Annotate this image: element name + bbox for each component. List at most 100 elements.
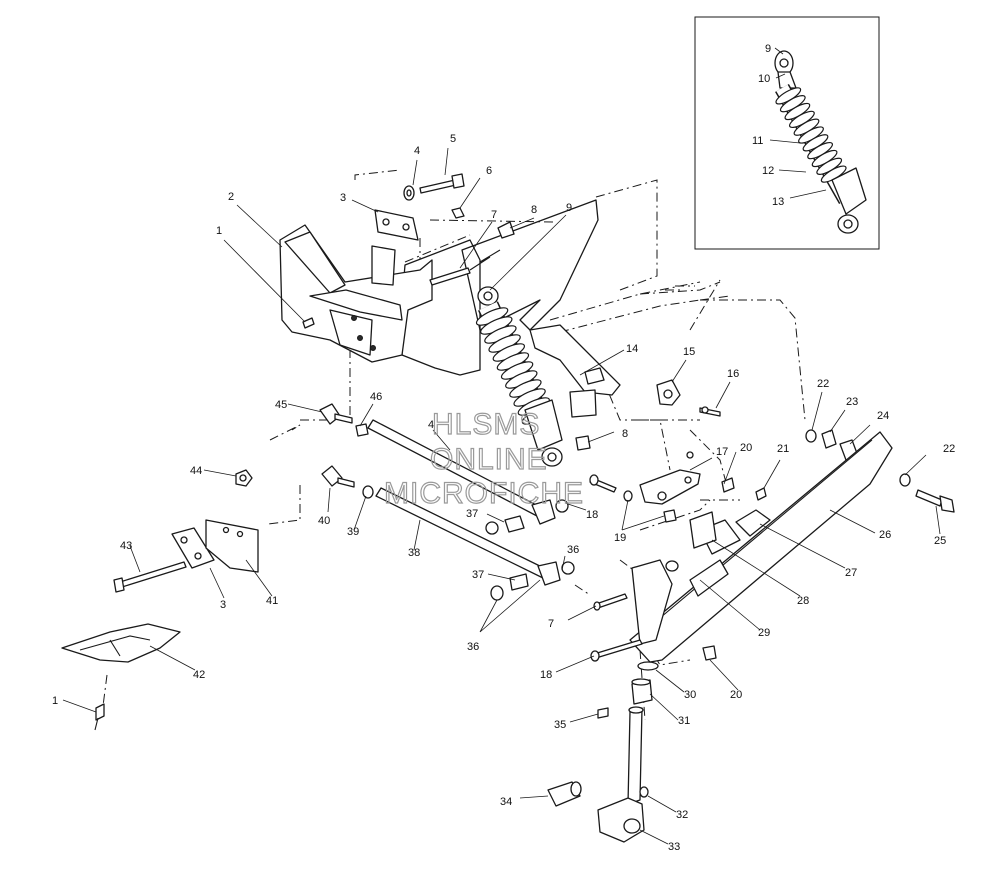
callout-9: 9: [566, 202, 572, 214]
callout-45: 45: [275, 399, 287, 411]
callout-4: 4: [414, 145, 420, 157]
bracket-41: [205, 519, 259, 573]
callout-25: 25: [934, 535, 946, 547]
callout-35: 35: [554, 719, 566, 731]
pin-16: [699, 406, 721, 417]
nut-44: [235, 469, 253, 487]
callout-17: 17: [716, 446, 728, 458]
callout-23: 23: [846, 396, 858, 408]
spindle-33: [597, 706, 645, 843]
callout-31: 31: [678, 715, 690, 727]
callout-8: 8: [531, 204, 537, 216]
callout-20: 20: [730, 689, 742, 701]
callout-3: 3: [220, 599, 226, 611]
bolt-25: [915, 489, 955, 513]
washer-4-upper: [403, 185, 415, 201]
bolt-7-upper: [429, 267, 471, 286]
plate-28: [689, 511, 717, 549]
callout-13: 13: [772, 196, 784, 208]
watermark-line-2: ONLINE: [430, 443, 548, 476]
callout-7: 7: [548, 618, 554, 630]
leader-lines: [62, 47, 941, 845]
callout-32: 32: [676, 809, 688, 821]
spindle-housing-29: [631, 559, 679, 645]
callout-44: 44: [190, 465, 202, 477]
spacer-23: [821, 429, 837, 449]
callout-27: 27: [845, 567, 857, 579]
callout-22: 22: [943, 443, 955, 455]
callout-10: 10: [758, 73, 770, 85]
callout-39: 39: [347, 526, 359, 538]
washer-22b: [899, 473, 911, 487]
callout-1: 1: [52, 695, 58, 707]
bolt-1-lower: [94, 703, 105, 731]
callout-18: 18: [586, 509, 598, 521]
bolt-32: [639, 786, 649, 798]
callout-41: 41: [266, 595, 278, 607]
nut-20-lower: [702, 645, 717, 661]
callout-4: 4: [428, 419, 434, 431]
callout-46: 46: [370, 391, 382, 403]
watermark-line-3: MICROFICHE: [384, 477, 584, 510]
nut-6: [451, 207, 465, 219]
nut-20-upper: [721, 477, 735, 493]
washer-22a: [805, 429, 817, 443]
callout-16: 16: [727, 368, 739, 380]
callout-21: 21: [777, 443, 789, 455]
callout-38: 38: [408, 547, 420, 559]
shock-absorber-inset: [774, 50, 867, 234]
bracket-27: [735, 509, 771, 537]
lower-a-arm-26: [629, 431, 893, 663]
nut-39: [362, 485, 374, 499]
callout-36: 36: [467, 641, 479, 653]
callout-34: 34: [500, 796, 512, 808]
nut-8-lower: [575, 435, 591, 451]
callout-3: 3: [340, 192, 346, 204]
callout-37: 37: [466, 508, 478, 520]
callout-19: 19: [614, 532, 626, 544]
bushing-34: [547, 781, 582, 807]
callout-6: 6: [486, 165, 492, 177]
nut-8-upper: [497, 221, 515, 239]
callout-42: 42: [193, 669, 205, 681]
skid-plate-42: [61, 623, 181, 663]
rod-end-45: [319, 403, 353, 425]
bolt-5: [419, 173, 465, 194]
shock-detail-inset-frame: [694, 16, 880, 250]
callout-14: 14: [626, 343, 638, 355]
callout-9: 9: [765, 43, 771, 55]
callout-26: 26: [879, 529, 891, 541]
callout-22: 22: [817, 378, 829, 390]
callout-28: 28: [797, 595, 809, 607]
callout-12: 12: [762, 165, 774, 177]
watermark: HLSMS ONLINE MICROFICHE: [383, 407, 584, 510]
plate-3-lower: [171, 527, 215, 569]
rod-end-40: [321, 465, 355, 488]
screw-21: [755, 487, 767, 501]
nut-19: [623, 490, 677, 523]
shock-absorber-main: [475, 286, 563, 467]
nut-46: [355, 423, 369, 437]
bushing-37-lower: [490, 573, 529, 601]
nut-15: [656, 379, 681, 406]
callout-7: 7: [491, 209, 497, 221]
bushing-31: [631, 678, 653, 705]
bracket-17: [639, 451, 701, 505]
callout-18: 18: [540, 669, 552, 681]
callout-43: 43: [120, 540, 132, 552]
plate-3-upper: [374, 209, 419, 241]
callout-labels: 9 10 11 12 13 5 4 6 3 2 1 7 8 9 14 15 16…: [52, 43, 955, 853]
bolt-43: [113, 561, 187, 593]
tie-rod-4: [367, 419, 569, 525]
callout-8: 8: [622, 428, 628, 440]
watermark-line-1: HLSMS: [432, 408, 540, 441]
shock-arm-14: [529, 324, 621, 418]
callout-15: 15: [683, 346, 695, 358]
front-bumper-bracket: [279, 224, 433, 363]
callout-20: 20: [740, 442, 752, 454]
callout-2: 2: [228, 191, 234, 203]
washer-30: [637, 661, 659, 671]
callout-30: 30: [684, 689, 696, 701]
tie-rod-38: [375, 487, 575, 586]
